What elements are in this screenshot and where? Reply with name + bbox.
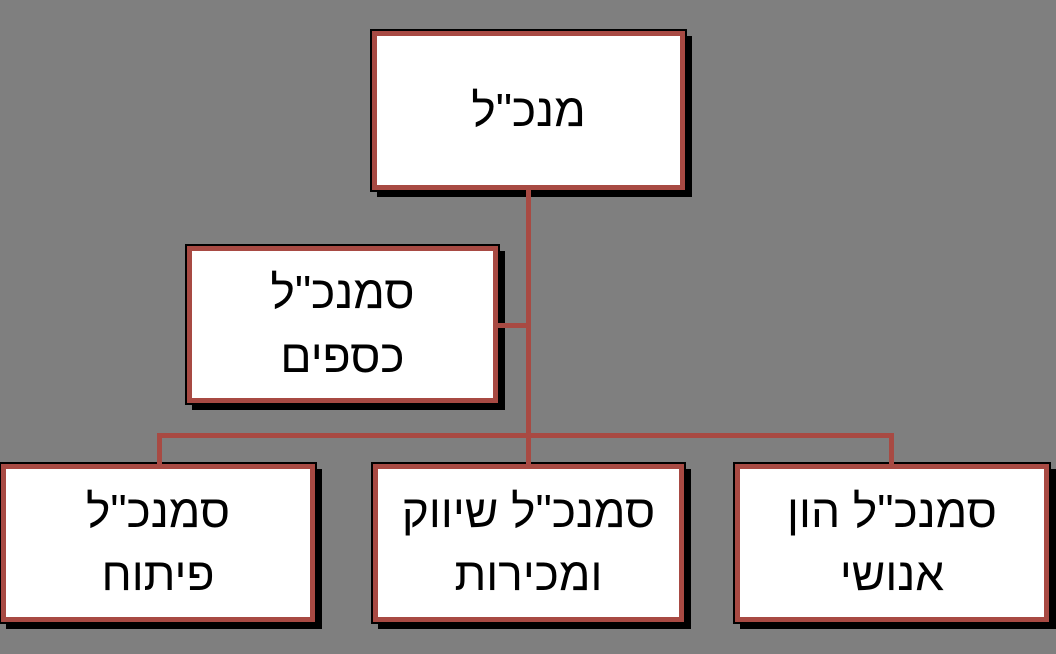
label-line: פיתוח bbox=[101, 548, 215, 600]
node-finance[interactable]: סמנכ"ל כספים bbox=[187, 246, 498, 403]
node-ceo[interactable]: מנכ"ל bbox=[372, 31, 685, 190]
connector-finance-stub bbox=[496, 323, 531, 328]
node-ceo-label: מנכ"ל bbox=[471, 79, 585, 142]
node-human-resources[interactable]: סמנכ"ל הון אנושי bbox=[735, 464, 1049, 622]
label-line: סמנכ"ל שיווק bbox=[401, 484, 656, 537]
label-line: סמנכ"ל bbox=[85, 484, 231, 537]
label-line: ומכירות bbox=[454, 548, 603, 600]
connector-drop-human-resources bbox=[889, 433, 894, 467]
label-line: אנושי bbox=[839, 548, 945, 600]
label-line: סמנכ"ל הון bbox=[787, 484, 997, 537]
connector-drop-development bbox=[157, 433, 162, 467]
node-marketing-sales-label: סמנכ"ל שיווק ומכירות bbox=[402, 480, 655, 607]
node-development[interactable]: סמנכ"ל פיתוח bbox=[1, 464, 315, 622]
label-line: מנכ"ל bbox=[471, 83, 586, 136]
label-line: כספים bbox=[280, 329, 405, 382]
node-human-resources-label: סמנכ"ל הון אנושי bbox=[787, 480, 997, 607]
label-line: סמנכ"ל bbox=[270, 266, 415, 319]
node-marketing-sales[interactable]: סמנכ"ל שיווק ומכירות bbox=[373, 464, 684, 622]
node-development-label: סמנכ"ל פיתוח bbox=[86, 480, 230, 607]
node-finance-label: סמנכ"ל כספים bbox=[270, 261, 414, 388]
connector-horizontal-bus bbox=[157, 433, 894, 438]
